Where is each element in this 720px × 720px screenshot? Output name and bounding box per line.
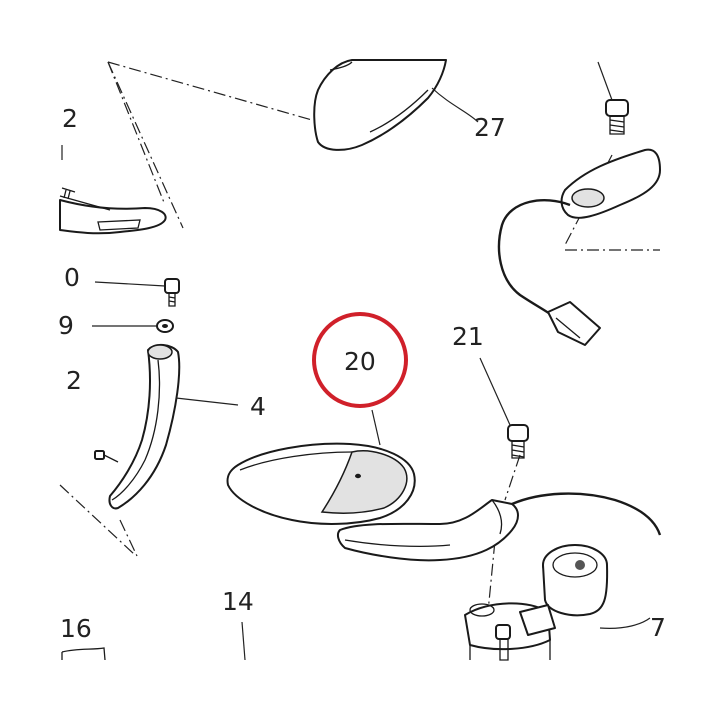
callout-4: 4 [250,392,266,421]
assembly-lines [59,61,660,613]
callout-21: 21 [452,322,484,351]
part-16 [61,647,106,661]
callout-7: 7 [650,613,666,642]
callout-labels: 2 27 0 9 2 4 20 21 14 16 7 [58,104,666,643]
callout-2-mid: 2 [66,366,82,395]
part-27-cover [313,59,479,151]
part-14 [241,621,246,661]
callout-27: 27 [474,113,506,142]
callout-0: 0 [64,263,80,292]
callout-16: 16 [60,614,92,643]
callout-2-top: 2 [62,104,78,133]
highlight-circle [312,312,408,408]
part-20-mirror [226,409,519,562]
part-2-bracket [59,145,167,235]
part-9-washer [92,319,174,333]
part-right-switch-housing [497,61,661,346]
part-2-screw [94,450,119,463]
callout-14: 14 [222,587,254,616]
part-21-bolt [479,357,529,459]
callout-9: 9 [58,311,74,340]
part-7-reservoir [464,492,662,661]
part-0-bolt [94,278,180,307]
callout-20: 20 [344,347,376,376]
part-4-lever [108,344,239,510]
